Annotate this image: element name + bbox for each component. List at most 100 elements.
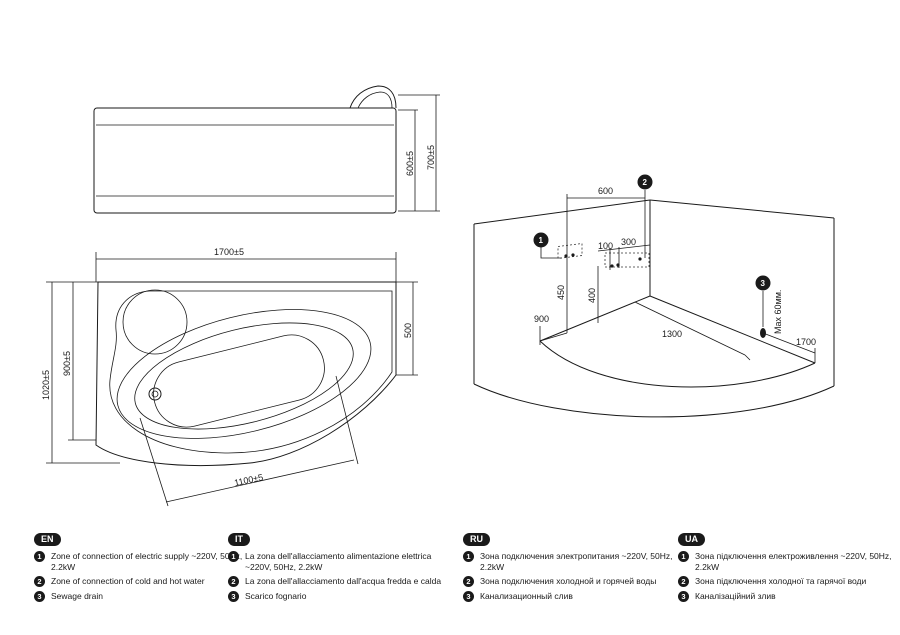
electric-point-b (571, 253, 575, 257)
legend-item: 3 Sewage drain (34, 590, 254, 602)
legend-number: 3 (228, 590, 239, 602)
legend-item: 2 Зона підключення холодної та гарячої в… (678, 576, 898, 587)
badge-1-label: 1 (539, 236, 544, 245)
dim-450-label: 450 (556, 285, 566, 300)
floor-left-edge (539, 295, 651, 342)
dim-1700-wall-label: 1700 (796, 337, 816, 347)
bath-interior-inner (134, 322, 354, 430)
legend-number: 1 (228, 551, 239, 562)
badge-2 (637, 174, 653, 190)
dim-100-300-line (597, 244, 651, 252)
legend-text: Zone of connection of electric supply ~2… (51, 551, 243, 572)
side-view: 600±5 700±5 (93, 85, 440, 214)
badge-1-leader (540, 247, 562, 259)
legend-number: 1 (463, 551, 474, 562)
side-panel-outline (93, 107, 397, 214)
legend-text: Канализационный слив (480, 590, 573, 601)
ext-1100-right (335, 375, 359, 465)
dim-1700-wall-line (762, 332, 816, 354)
dim-100-label: 100 (598, 241, 613, 251)
legend-number: 3 (678, 590, 689, 602)
legend-item: 1 La zona dell'allacciamento alimentazio… (228, 551, 448, 572)
dim-900-wall-line (539, 332, 568, 342)
dim-900-label: 900±5 (62, 351, 72, 376)
legend-ru: RU 1 Зона подключения электропитания ~22… (463, 529, 683, 602)
floor-right-edge (649, 295, 816, 364)
legend-text: Зона подключения электропитания ~220V, 5… (480, 551, 673, 572)
badge-1 (533, 232, 549, 248)
legend-text: La zona dell'allacciamento dall'acqua fr… (245, 576, 442, 586)
legend-text: La zona dell'allacciamento alimentazione… (245, 551, 432, 572)
legend-text: Зона підключення холодної та гарячої вод… (695, 576, 867, 586)
electric-zone (557, 243, 583, 259)
lang-tag-ua: UA (678, 533, 705, 546)
ext-1100-left (139, 417, 169, 507)
legend-number: 3 (463, 590, 474, 602)
legend-item: 2 La zona dell'allacciamento dall'acqua … (228, 576, 448, 587)
dim-1300-line (634, 301, 746, 356)
bath-footprint-curve (539, 340, 816, 388)
right-wall-top-edge (649, 199, 835, 219)
bath-bottom (153, 334, 325, 428)
wall-view: 1 2 600 100 300 450 400 900 3 (473, 174, 835, 418)
dim-1300-label: 1300 (662, 329, 682, 339)
legend-item: 1 Зона подключения электропитания ~220V,… (463, 551, 683, 572)
badge-2-label: 2 (643, 178, 648, 187)
legend-number: 3 (34, 590, 45, 602)
dim-900-wall-label: 900 (534, 314, 549, 324)
legend-number: 2 (463, 576, 474, 587)
water-point-c (638, 257, 642, 261)
legend-ua: UA 1 Зона підключення електроживлення ~2… (678, 529, 898, 602)
tub-rim-contour (109, 290, 393, 454)
dim-1100-label: 1100±5 (233, 472, 264, 488)
dim-600-label: 600±5 (405, 151, 415, 176)
legend-text: Зона подключения холодной и горячей воды (480, 576, 657, 586)
dim-700-label: 700±5 (426, 145, 436, 170)
dim-1100-line (165, 459, 355, 503)
legend-text: Sewage drain (51, 590, 103, 601)
lang-tag-ru: RU (463, 533, 490, 546)
legend-item: 2 Zone of connection of cold and hot wat… (34, 576, 254, 587)
legend-text: Scarico fognario (245, 590, 307, 601)
dim-600-wall-label: 600 (598, 186, 613, 196)
dim-1300-tick (744, 354, 751, 361)
legend-item: 3 Scarico fognario (228, 590, 448, 602)
legend-item: 1 Zone of connection of electric supply … (34, 551, 254, 572)
legend-number: 2 (678, 576, 689, 587)
left-wall-top-edge (473, 199, 651, 225)
lang-tag-en: EN (34, 533, 61, 546)
legend-number: 1 (34, 551, 45, 562)
drain-hole (148, 387, 162, 401)
tub-outer-outline (95, 281, 397, 467)
dim-300-label: 300 (621, 237, 636, 247)
floor-front-curve (473, 383, 835, 418)
badge-3-label: 3 (761, 279, 766, 288)
water-point-a (610, 264, 614, 268)
legend-text: Zone of connection of cold and hot water (51, 576, 205, 586)
legend-item: 1 Зона підключення електроживлення ~220V… (678, 551, 898, 572)
headrest-pillow (122, 289, 188, 355)
legend-text: Зона підключення електроживлення ~220V, … (695, 551, 892, 572)
dim-1700-label: 1700±5 (214, 247, 244, 257)
dim-400-label: 400 (587, 288, 597, 303)
headrest-outline (349, 85, 397, 109)
bath-interior-outer (116, 309, 372, 439)
legend-item: 2 Зона подключения холодной и горячей во… (463, 576, 683, 587)
dim-1020-label: 1020±5 (41, 370, 51, 400)
headrest-inner (357, 91, 393, 109)
legend-en: EN 1 Zone of connection of electric supp… (34, 529, 254, 602)
lang-tag-it: IT (228, 533, 250, 546)
max-label: Max 60мм. (773, 290, 783, 334)
legend-number: 1 (678, 551, 689, 562)
legend-number: 2 (228, 576, 239, 587)
legend-number: 2 (34, 576, 45, 587)
legend-item: 3 Каналізаційний злив (678, 590, 898, 602)
legend-item: 3 Канализационный слив (463, 590, 683, 602)
technical-drawing: 600±5 700±5 1700±5 1020±5 900±5 (41, 85, 835, 507)
top-view: 1700±5 1020±5 900±5 500 1100±5 (41, 247, 418, 507)
drain-hole-inner (151, 390, 159, 398)
badge-3 (755, 275, 771, 291)
legend-it: IT 1 La zona dell'allacciamento alimenta… (228, 529, 448, 602)
dim-500-label: 500 (403, 323, 413, 338)
